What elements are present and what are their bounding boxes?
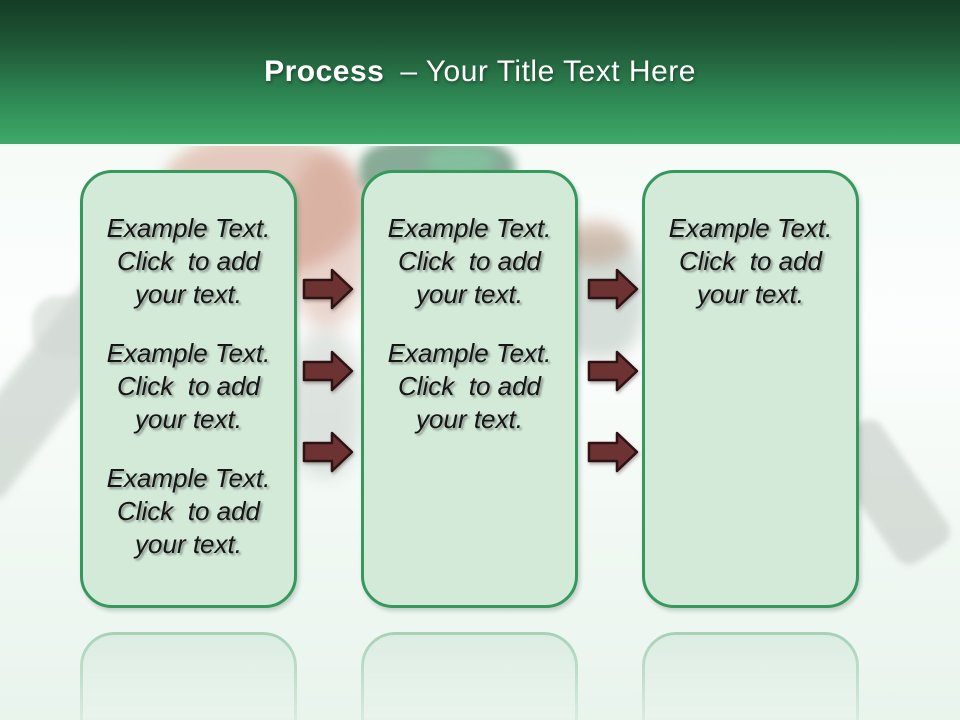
- placeholder-line: Example Text.: [668, 213, 833, 243]
- placeholder-line: Click to add: [397, 371, 542, 401]
- process-box-3-content: Example Text. Click to add your text.: [645, 173, 856, 311]
- box-reflection: [361, 632, 578, 720]
- arrow-right-icon: [302, 268, 354, 310]
- placeholder-line: your text.: [135, 404, 242, 434]
- text-placeholder[interactable]: Example Text. Click to add your text.: [653, 212, 848, 311]
- slide-title-rest: – Your Title Text Here: [400, 55, 696, 88]
- arrow-right-icon: [302, 350, 354, 392]
- box-reflection: [642, 632, 859, 720]
- process-box-2[interactable]: Example Text. Click to add your text. Ex…: [361, 170, 578, 608]
- text-placeholder[interactable]: Example Text. Click to add your text.: [91, 337, 286, 436]
- placeholder-line: your text.: [135, 529, 242, 559]
- text-placeholder[interactable]: Example Text. Click to add your text.: [91, 212, 286, 311]
- process-box-1[interactable]: Example Text. Click to add your text. Ex…: [80, 170, 297, 608]
- box-reflection: [80, 632, 297, 720]
- placeholder-line: Click to add: [397, 246, 542, 276]
- arrow-right-icon: [302, 431, 354, 473]
- placeholder-line: your text.: [697, 279, 804, 309]
- slide-title[interactable]: Process – Your Title Text Here: [264, 55, 696, 89]
- placeholder-line: Example Text.: [387, 213, 552, 243]
- placeholder-line: Example Text.: [106, 338, 271, 368]
- arrow-right-icon: [587, 350, 639, 392]
- arrow-right-icon: [587, 268, 639, 310]
- text-placeholder[interactable]: Example Text. Click to add your text.: [372, 337, 567, 436]
- placeholder-line: your text.: [416, 404, 523, 434]
- placeholder-line: Click to add: [116, 371, 261, 401]
- placeholder-line: Example Text.: [106, 463, 271, 493]
- text-placeholder[interactable]: Example Text. Click to add your text.: [91, 462, 286, 561]
- placeholder-line: Click to add: [678, 246, 823, 276]
- placeholder-line: Click to add: [116, 246, 261, 276]
- slide-title-emphasis: Process: [264, 55, 385, 88]
- placeholder-line: your text.: [135, 279, 242, 309]
- placeholder-line: your text.: [416, 279, 523, 309]
- process-box-3[interactable]: Example Text. Click to add your text.: [642, 170, 859, 608]
- placeholder-line: Example Text.: [106, 213, 271, 243]
- placeholder-line: Example Text.: [387, 338, 552, 368]
- process-box-1-content: Example Text. Click to add your text. Ex…: [83, 173, 294, 561]
- arrow-right-icon: [587, 431, 639, 473]
- process-box-2-content: Example Text. Click to add your text. Ex…: [364, 173, 575, 436]
- text-placeholder[interactable]: Example Text. Click to add your text.: [372, 212, 567, 311]
- title-band: Process – Your Title Text Here: [0, 0, 960, 146]
- placeholder-line: Click to add: [116, 496, 261, 526]
